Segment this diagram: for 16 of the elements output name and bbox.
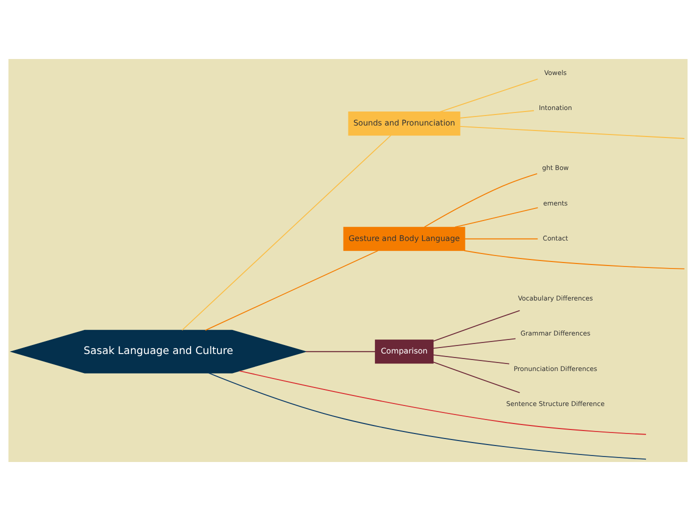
connector <box>432 338 516 348</box>
connector <box>432 361 520 393</box>
connector <box>182 134 392 330</box>
connector <box>464 238 538 239</box>
connector <box>440 78 538 112</box>
connector <box>454 206 538 228</box>
connector <box>208 372 646 460</box>
connector <box>424 172 538 227</box>
connector <box>239 370 646 434</box>
connector <box>204 250 379 330</box>
connector <box>460 110 534 118</box>
connector <box>464 250 685 269</box>
connector <box>432 310 520 342</box>
connector <box>432 354 510 364</box>
connector <box>460 126 685 138</box>
connector <box>305 350 376 352</box>
